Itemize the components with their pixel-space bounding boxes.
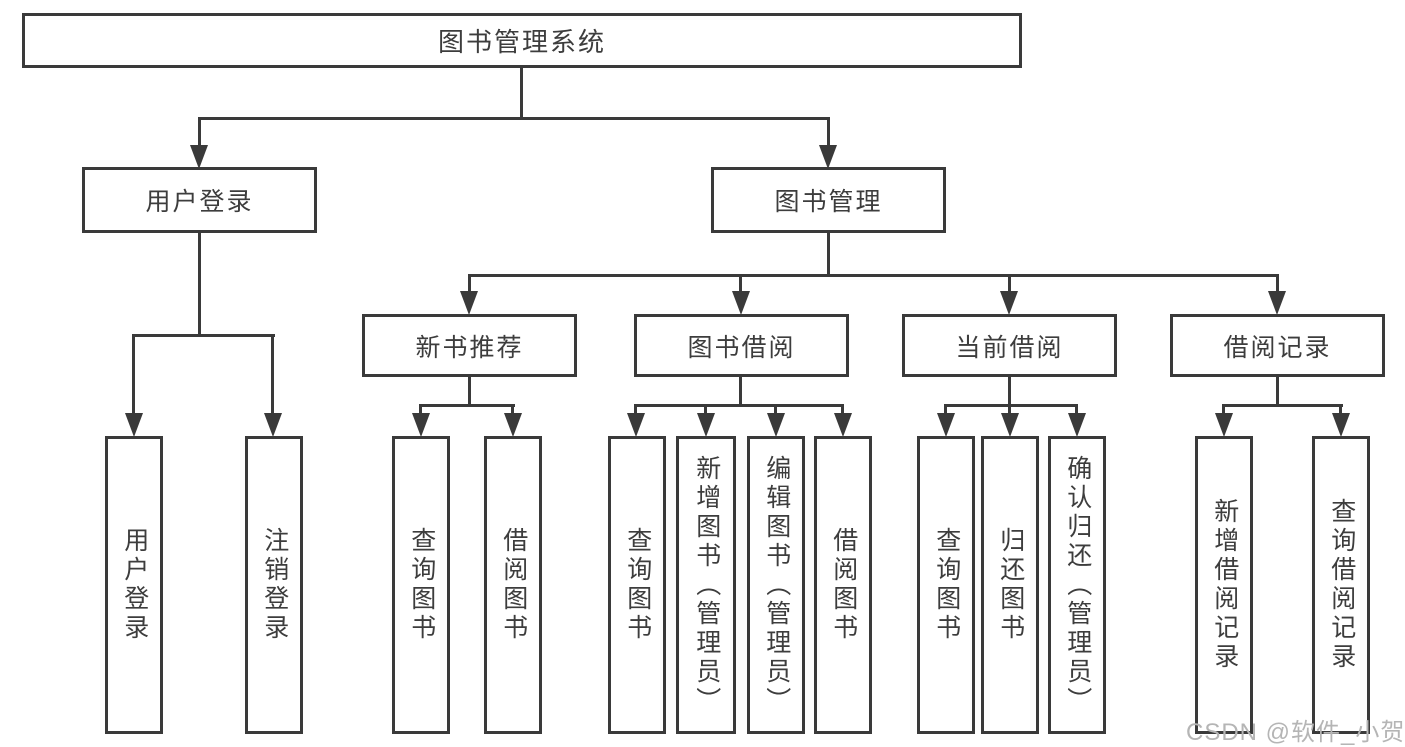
node-label: 图书借阅 <box>687 333 796 362</box>
connector-line <box>1075 404 1078 416</box>
connector-line <box>739 274 742 293</box>
node-label: 用户登录 <box>145 188 254 216</box>
arrowhead <box>264 413 282 437</box>
arrowhead <box>697 413 715 437</box>
connector-line <box>944 404 1078 407</box>
leaf-query-books-recommend: 查询图书 <box>392 436 450 734</box>
node-label: 借阅记录 <box>1223 333 1332 362</box>
leaf-label: 借阅图书 <box>829 527 858 643</box>
leaf-user-login: 用户登录 <box>105 436 163 734</box>
leaf-label: 确认归还（管理员） <box>1063 454 1092 716</box>
connector-line <box>774 404 777 416</box>
connector-line <box>468 274 1279 277</box>
arrowhead <box>504 413 522 437</box>
leaf-confirm-return-admin: 确认归还（管理员） <box>1048 436 1106 734</box>
arrowhead <box>1268 291 1286 315</box>
arrowhead <box>1215 413 1233 437</box>
connector-line <box>511 404 514 416</box>
connector-line <box>1008 404 1011 416</box>
connector-line <box>841 404 844 416</box>
leaf-label: 归还图书 <box>996 527 1025 643</box>
leaf-label: 编辑图书（管理员） <box>762 454 791 716</box>
connector-line <box>827 233 830 276</box>
arrowhead <box>937 413 955 437</box>
leaf-label: 新增借阅记录 <box>1210 498 1239 672</box>
arrowhead <box>460 291 478 315</box>
arrowhead <box>1000 291 1018 315</box>
leaf-query-borrow-record: 查询借阅记录 <box>1312 436 1370 734</box>
connector-line <box>827 117 830 147</box>
connector-line <box>1276 274 1279 293</box>
leaf-label: 查询图书 <box>932 527 961 643</box>
node-label: 图书管理 <box>774 188 883 216</box>
arrowhead <box>1332 413 1350 437</box>
connector-line <box>198 117 830 120</box>
connector-line <box>704 404 707 416</box>
node-label: 当前借阅 <box>955 333 1064 362</box>
arrowhead <box>125 413 143 437</box>
connector-line <box>198 117 201 147</box>
leaf-label: 查询图书 <box>407 527 436 643</box>
node-label: 新书推荐 <box>415 333 524 362</box>
connector-line <box>634 404 637 416</box>
leaf-label: 用户登录 <box>120 527 149 643</box>
leaf-query-books-borrowing: 查询图书 <box>608 436 666 734</box>
leaf-label: 查询借阅记录 <box>1327 498 1356 672</box>
leaf-add-books-admin: 新增图书（管理员） <box>676 436 736 734</box>
csdn-watermark: CSDN @软件_小贺同学 <box>1186 719 1405 746</box>
arrowhead <box>627 413 645 437</box>
leaf-label: 借阅图书 <box>499 527 528 643</box>
connector-line <box>1339 404 1342 416</box>
node-current-borrowing: 当前借阅 <box>902 314 1117 377</box>
connector-line <box>1222 404 1225 416</box>
arrowhead <box>1001 413 1019 437</box>
arrowhead <box>767 413 785 437</box>
connector-line <box>1008 274 1011 293</box>
leaf-label: 新增图书（管理员） <box>692 454 721 716</box>
arrowhead <box>1068 413 1086 437</box>
connector-line <box>271 334 274 415</box>
connector-line <box>739 377 742 406</box>
arrowhead <box>412 413 430 437</box>
connector-line <box>634 404 844 407</box>
leaf-add-borrow-record: 新增借阅记录 <box>1195 436 1253 734</box>
connector-line <box>132 334 135 415</box>
node-new-book-recommend: 新书推荐 <box>362 314 577 377</box>
node-book-borrowing: 图书借阅 <box>634 314 849 377</box>
leaf-edit-books-admin: 编辑图书（管理员） <box>747 436 805 734</box>
arrowhead <box>732 291 750 315</box>
connector-line <box>468 274 471 293</box>
connector-line <box>1222 404 1343 407</box>
arrowhead <box>834 413 852 437</box>
connector-line <box>520 66 523 118</box>
connector-line <box>419 404 422 416</box>
connector-line <box>419 404 515 407</box>
leaf-label: 查询图书 <box>623 527 652 643</box>
leaf-return-books: 归还图书 <box>981 436 1039 734</box>
connector-line <box>944 404 947 416</box>
connector-line <box>468 377 471 406</box>
connector-line <box>132 334 275 337</box>
leaf-borrow-books-recommend: 借阅图书 <box>484 436 542 734</box>
node-user-login: 用户登录 <box>82 167 317 233</box>
arrowhead <box>819 145 837 169</box>
connector-line <box>1008 377 1011 406</box>
node-borrow-records: 借阅记录 <box>1170 314 1385 377</box>
leaf-borrow-books-borrowing: 借阅图书 <box>814 436 872 734</box>
arrowhead <box>190 145 208 169</box>
leaf-label: 注销登录 <box>260 527 289 643</box>
leaf-query-books-current: 查询图书 <box>917 436 975 734</box>
leaf-logout: 注销登录 <box>245 436 303 734</box>
node-library-management-system: 图书管理系统 <box>22 13 1022 68</box>
connector-line <box>198 233 201 335</box>
connector-line <box>1276 377 1279 406</box>
node-book-management: 图书管理 <box>711 167 946 233</box>
node-label: 图书管理系统 <box>437 27 606 57</box>
